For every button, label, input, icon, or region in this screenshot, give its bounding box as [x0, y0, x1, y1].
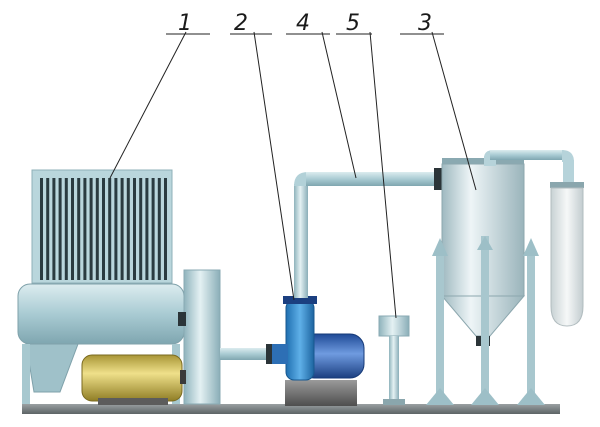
grille-bar: [108, 178, 112, 280]
crusher-chute: [25, 343, 79, 393]
leader-line-2: [253, 31, 295, 301]
callout-label-2: 2: [234, 11, 248, 36]
duct-elbow: [294, 172, 308, 186]
valve-foot: [383, 399, 405, 405]
grille-bar: [151, 178, 155, 280]
machine-2-fan: [272, 296, 365, 406]
leg-brace-mid-top: [477, 236, 493, 250]
crusher-side-panel: [183, 269, 221, 405]
grille-bar: [126, 178, 130, 280]
drive-motor-yellow: [81, 354, 186, 405]
duct-4: [294, 168, 442, 298]
callout-label-3: 3: [418, 11, 432, 36]
feed-pipe-low: [220, 348, 272, 360]
leader-line-4: [321, 31, 357, 179]
grille-bar: [95, 178, 99, 280]
grille-bar: [89, 178, 93, 280]
exhaust-riser: [484, 156, 496, 166]
valve-box: [378, 315, 410, 337]
grille-bar: [164, 178, 167, 280]
grille-bar: [52, 178, 56, 280]
leg-brace-right-top: [523, 238, 539, 256]
valve-5: [378, 315, 410, 405]
leader-line-1: [109, 31, 187, 179]
grille-bar: [40, 178, 43, 280]
cyclone-leg-mid: [481, 236, 489, 400]
duct-riser: [294, 184, 308, 298]
valve-stem: [389, 336, 399, 402]
drum-shaft-cap: [178, 312, 186, 326]
exhaust-horizontal: [490, 150, 564, 160]
exhaust-down: [563, 160, 574, 184]
duct-horizontal: [306, 172, 438, 186]
leader-line-3: [431, 31, 477, 191]
grille-bar: [83, 178, 87, 280]
crusher-drum: [17, 283, 185, 345]
leg-brace-left-top: [432, 238, 448, 256]
cyclone-lid: [442, 158, 524, 166]
fan-base: [285, 380, 357, 406]
crusher-leg-left: [22, 344, 30, 404]
grille-bar: [102, 178, 105, 280]
leg-foot-left: [426, 388, 454, 405]
callout-label-5: 5: [346, 11, 360, 36]
leader-line-5: [369, 31, 397, 319]
grille-bars: [40, 178, 167, 280]
grille-bar: [64, 178, 68, 280]
grille-bar: [114, 178, 118, 280]
machine-1-crusher: [17, 169, 272, 405]
cyclone-leg-right: [527, 250, 535, 400]
grille-bar: [145, 178, 149, 280]
leg-foot-right: [517, 388, 545, 405]
cyclone-leg-left: [436, 250, 444, 400]
exhaust-elbow-right: [562, 150, 574, 162]
cyclone-body: [441, 163, 525, 297]
callout-label-1: 1: [178, 11, 192, 36]
callouts: 1 2 4 5 3: [109, 11, 477, 319]
grille-bar: [58, 178, 62, 280]
callout-label-4: 4: [296, 11, 310, 36]
grille-bar: [71, 178, 74, 280]
fan-outlet-flange: [283, 296, 317, 304]
fan-volute: [285, 299, 315, 381]
fan-inlet-collar: [272, 344, 288, 364]
grille-bar: [77, 178, 81, 280]
bag-collar: [550, 182, 584, 188]
grille-bar: [139, 178, 143, 280]
bag-body: [550, 187, 584, 327]
pipe-flange-a: [266, 344, 272, 364]
grille-bar: [46, 178, 50, 280]
leg-foot-mid: [471, 388, 499, 405]
bag-filter: [550, 182, 584, 327]
grille-bar: [120, 178, 124, 280]
floor-base: [22, 404, 560, 414]
grille-bar: [133, 178, 136, 280]
grille-bar: [157, 178, 161, 280]
duct-flange: [434, 168, 442, 190]
cyclone-3: [426, 150, 574, 405]
